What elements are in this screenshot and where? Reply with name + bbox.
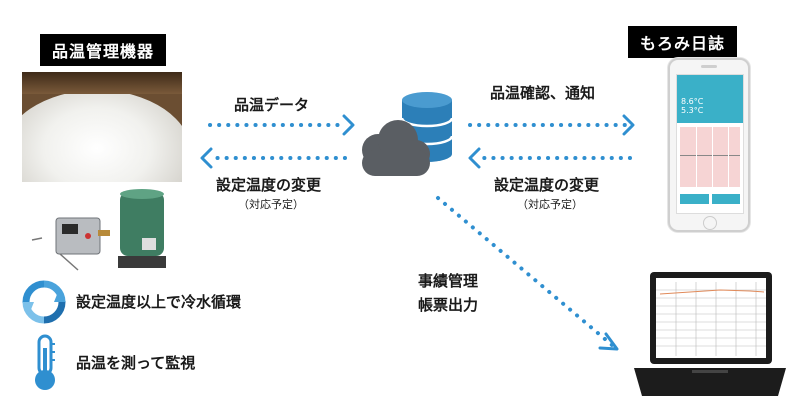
chiller-tank-image (112, 186, 172, 276)
laptop-image (630, 268, 790, 402)
arrowhead-left-1 (200, 147, 213, 169)
moromi-diary-badge: もろみ日誌 (628, 26, 738, 58)
temperature-controller-image (30, 196, 120, 276)
feature-cycle-icon (22, 280, 66, 324)
label-setpoint-change-right: 設定温度の変更 (494, 176, 600, 194)
arrowhead-left-2 (468, 147, 481, 169)
label-records-management: 事績管理 (418, 272, 479, 290)
arrowhead-diagonal (598, 332, 619, 351)
feature-thermometer-text: 品温を測って監視 (76, 354, 196, 372)
label-check-notify: 品温確認、通知 (490, 84, 596, 102)
feature-cycle-text: 設定温度以上で冷水循環 (76, 293, 242, 311)
label-setpoint-note-left: （対応予定） (238, 198, 304, 211)
cloud-icon (362, 120, 430, 176)
label-report-output: 帳票出力 (418, 296, 479, 314)
label-setpoint-note-right: （対応予定） (517, 198, 583, 211)
phone-temp-1: 8.6°C (681, 97, 704, 106)
arrowhead-right-1 (342, 114, 355, 136)
smartphone-image: 8.6°C 5.3°C (668, 58, 750, 232)
temperature-device-badge: 品温管理機器 (40, 34, 167, 66)
phone-temp-2: 5.3°C (681, 106, 704, 115)
label-setpoint-change-left: 設定温度の変更 (216, 176, 322, 194)
mash-tank-photo (22, 72, 182, 182)
feature-thermometer-icon (30, 334, 60, 392)
arrowhead-right-2 (622, 114, 635, 136)
label-temperature-data: 品温データ (234, 96, 310, 114)
cloud-database-icon (350, 88, 460, 188)
